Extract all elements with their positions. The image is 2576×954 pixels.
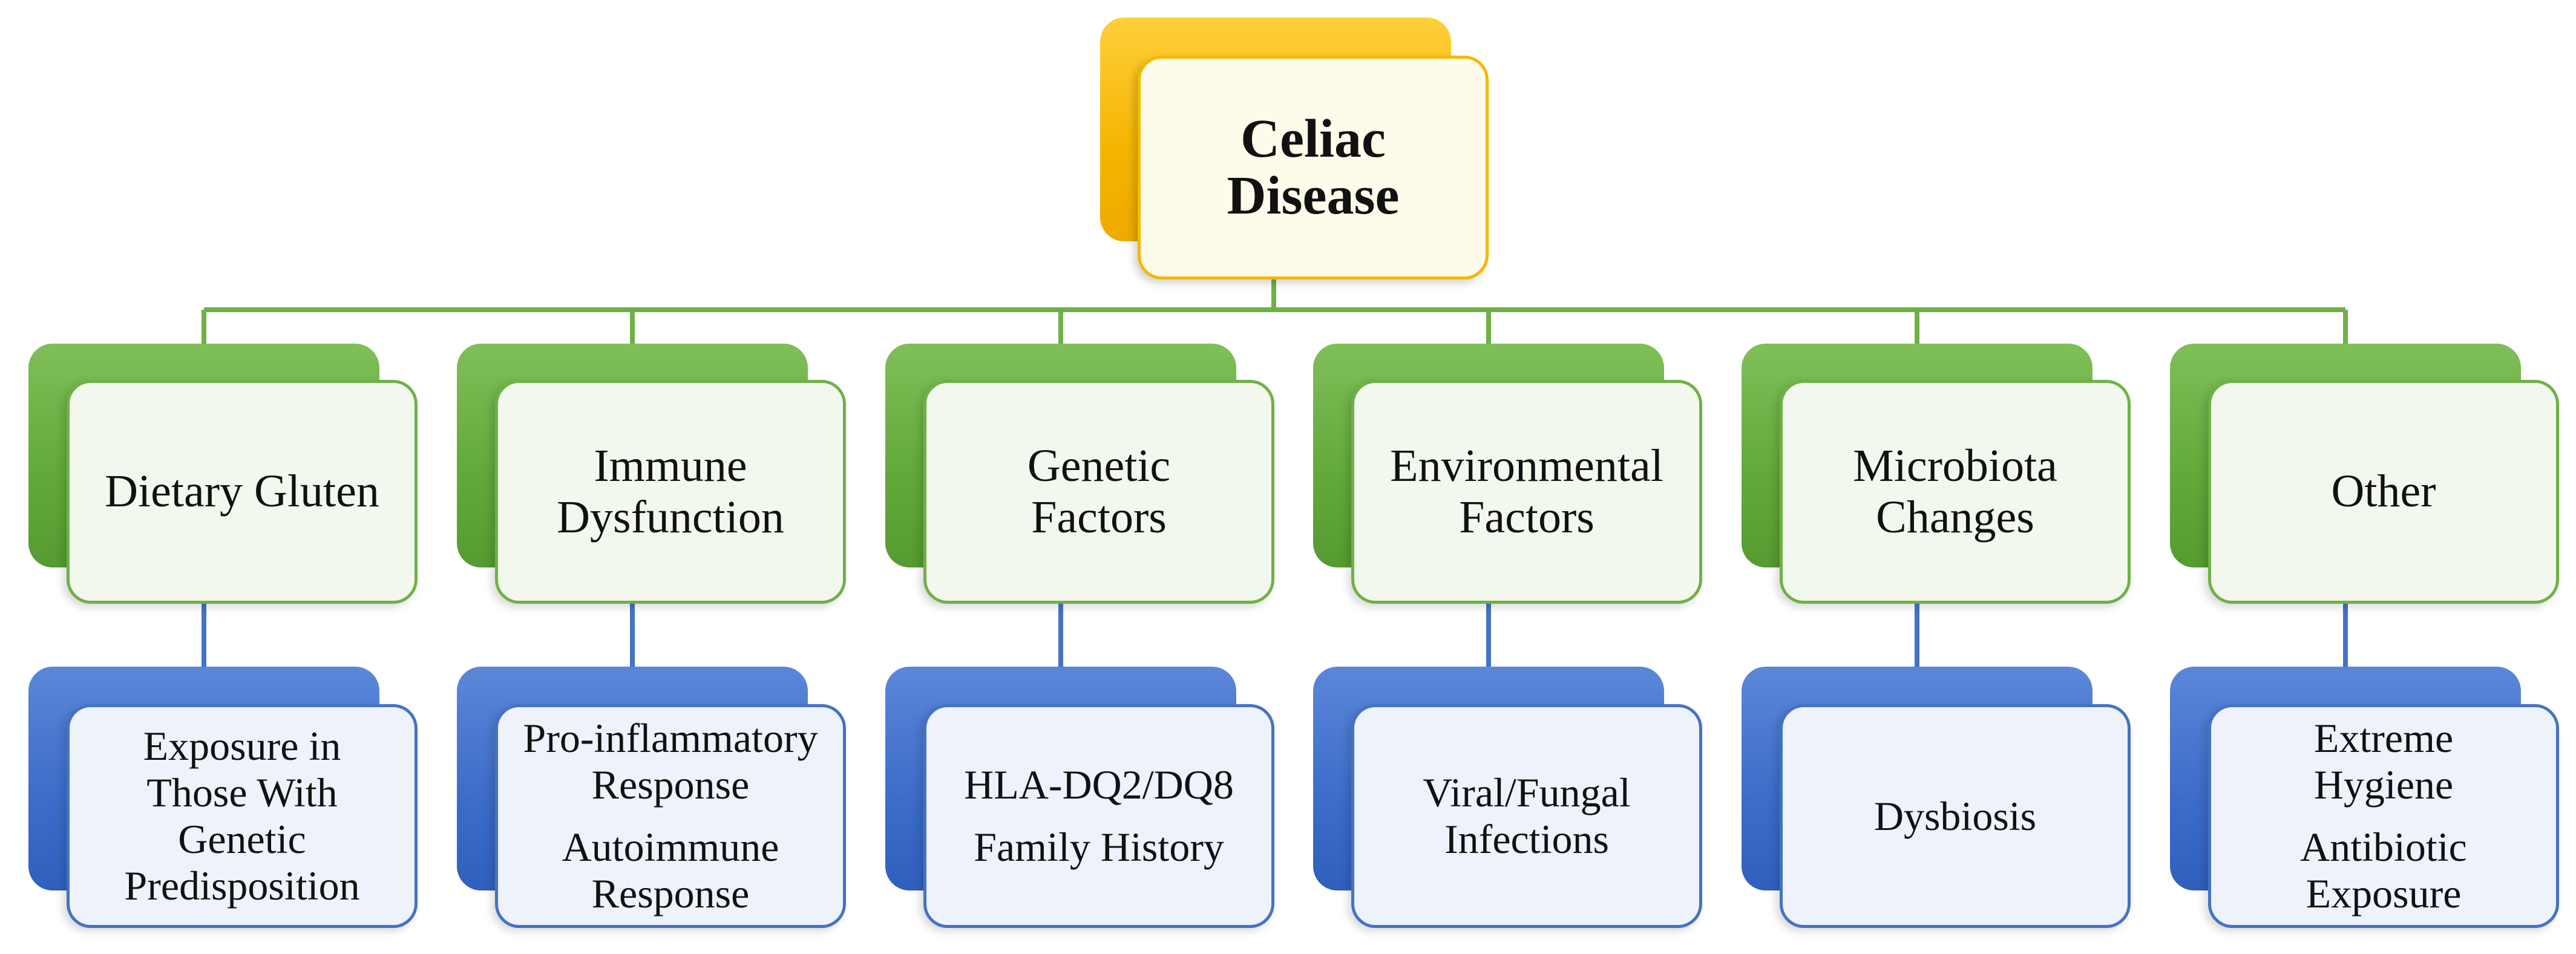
detail-text: HLA-DQ2/DQ8	[964, 762, 1234, 808]
root-label: Celiac Disease	[1227, 108, 1400, 226]
category-node-dietary-gluten: Dietary Gluten	[67, 380, 418, 604]
category-label: Genetic Factors	[1027, 440, 1171, 543]
category-node-genetic-factors: Genetic Factors	[923, 380, 1274, 604]
detail-text: Extreme Hygiene	[2313, 715, 2454, 808]
detail-node-microbiota-changes: Dysbiosis	[1780, 704, 2131, 928]
category-detail-connectors	[202, 604, 2348, 667]
detail-node-immune-dysfunction: Pro-inflammatory Response Autoimmune Res…	[495, 704, 846, 928]
detail-text: Pro-inflammatory Response	[523, 715, 818, 808]
category-node-other: Other	[2208, 380, 2559, 604]
category-node-environmental-factors: Environmental Factors	[1351, 380, 1702, 604]
detail-node-genetic-factors: HLA-DQ2/DQ8 Family History	[923, 704, 1274, 928]
detail-text: Exposure in Those With Genetic Predispos…	[124, 723, 360, 909]
category-label: Microbiota Changes	[1853, 440, 2057, 543]
category-label: Immune Dysfunction	[557, 440, 784, 543]
category-node-immune-dysfunction: Immune Dysfunction	[495, 380, 846, 604]
root-category-connectors	[202, 279, 2348, 344]
detail-text: Dysbiosis	[1873, 792, 2037, 839]
detail-node-other: Extreme Hygiene Antibiotic Exposure	[2208, 704, 2559, 928]
detail-text: Antibiotic Exposure	[2300, 824, 2467, 916]
detail-text: Viral/Fungal Infections	[1423, 769, 1631, 862]
category-node-microbiota-changes: Microbiota Changes	[1780, 380, 2131, 604]
detail-node-environmental-factors: Viral/Fungal Infections	[1351, 704, 1702, 928]
category-label: Environmental Factors	[1390, 440, 1663, 543]
category-label: Dietary Gluten	[105, 466, 379, 517]
detail-text: Autoimmune Response	[562, 824, 779, 916]
root-node: Celiac Disease	[1138, 56, 1489, 279]
category-label: Other	[2331, 466, 2436, 517]
detail-node-dietary-gluten: Exposure in Those With Genetic Predispos…	[67, 704, 418, 928]
detail-text: Family History	[974, 824, 1224, 870]
